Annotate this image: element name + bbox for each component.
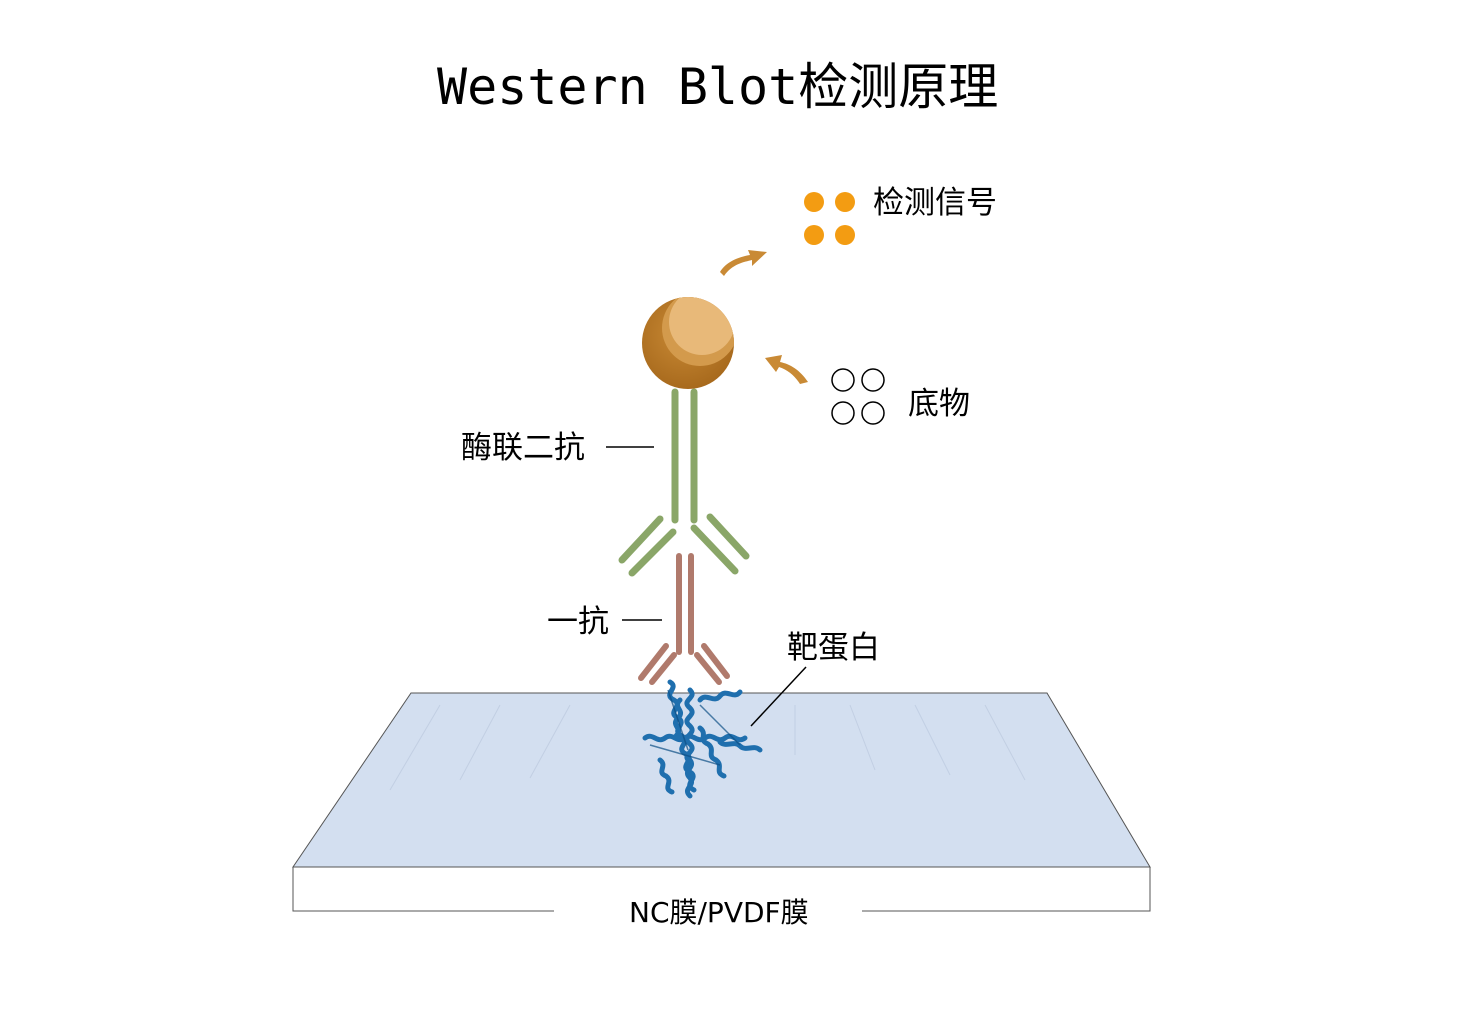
membrane: NC膜/PVDF膜 — [292, 692, 1151, 929]
secondary-antibody — [618, 388, 750, 577]
substrate-label: 底物 — [908, 386, 970, 422]
filled-dots-icon — [804, 192, 855, 245]
membrane-texture-lines — [389, 704, 1026, 791]
primary-antibody — [638, 553, 730, 685]
substrate-arrow — [765, 355, 808, 384]
membrane-top-surface — [292, 692, 1151, 868]
signal-label: 检测信号 — [873, 185, 997, 221]
secondary-antibody-label: 酶联二抗 — [461, 430, 585, 466]
protein-ribbon-icon — [642, 679, 763, 799]
membrane-front-face — [292, 867, 1151, 912]
signal-arrow — [720, 250, 767, 276]
hollow-dots-icon — [831, 368, 885, 425]
target-protein-label: 靶蛋白 — [787, 630, 880, 666]
target-protein-pointer — [750, 666, 807, 727]
membrane-label: NC膜/PVDF膜 — [629, 896, 809, 929]
page-title: Western Blot检测原理 — [437, 58, 998, 116]
enzyme-sphere-icon — [642, 297, 734, 389]
primary-antibody-label: 一抗 — [547, 604, 609, 640]
